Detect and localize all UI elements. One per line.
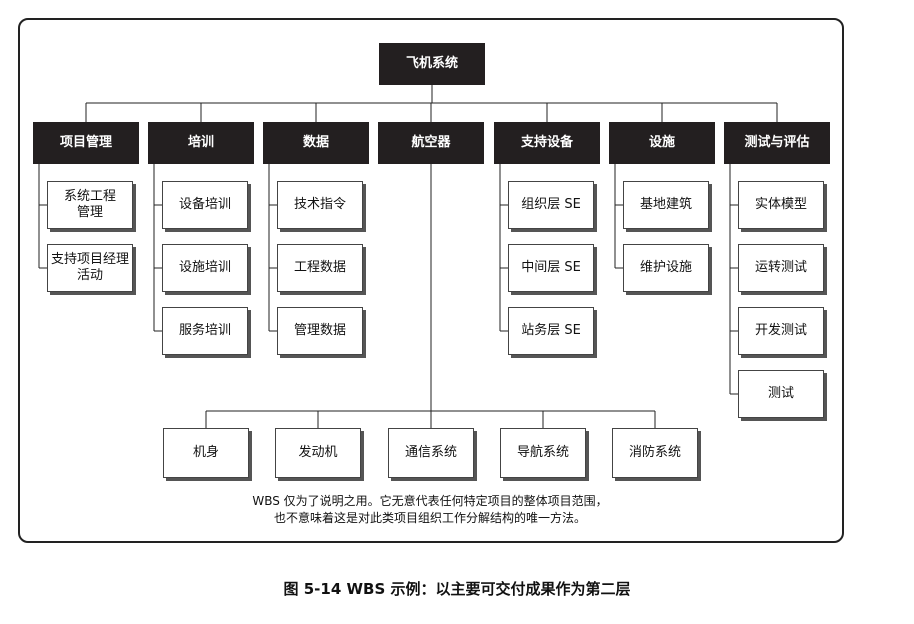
level2-node: 航空器	[378, 122, 484, 164]
child-node: 基地建筑	[623, 181, 709, 229]
child-node: 支持项目经理 活动	[47, 244, 133, 292]
child-node: 中间层 SE	[508, 244, 594, 292]
disclaimer-note: WBS 仅为了说明之用。它无意代表任何特定项目的整体项目范围， 也不意味着这是对…	[150, 493, 710, 527]
child-node: 管理数据	[277, 307, 363, 355]
child-node: 实体模型	[738, 181, 824, 229]
root-node: 飞机系统	[379, 43, 485, 85]
child-node: 测试	[738, 370, 824, 418]
child-node: 服务培训	[162, 307, 248, 355]
aircraft-part-node: 发动机	[275, 428, 361, 478]
child-node: 维护设施	[623, 244, 709, 292]
level2-node: 支持设备	[494, 122, 600, 164]
level2-node: 项目管理	[33, 122, 139, 164]
aircraft-part-node: 导航系统	[500, 428, 586, 478]
child-node: 系统工程 管理	[47, 181, 133, 229]
aircraft-part-node: 通信系统	[388, 428, 474, 478]
aircraft-part-node: 机身	[163, 428, 249, 478]
child-node: 设施培训	[162, 244, 248, 292]
child-node: 组织层 SE	[508, 181, 594, 229]
level2-node: 培训	[148, 122, 254, 164]
child-node: 技术指令	[277, 181, 363, 229]
child-node: 工程数据	[277, 244, 363, 292]
level2-node: 测试与评估	[724, 122, 830, 164]
aircraft-part-node: 消防系统	[612, 428, 698, 478]
child-node: 运转测试	[738, 244, 824, 292]
figure-caption: 图 5-14 WBS 示例：以主要可交付成果作为第二层	[283, 580, 631, 598]
note-line: WBS 仅为了说明之用。它无意代表任何特定项目的整体项目范围，	[252, 494, 608, 508]
child-node: 开发测试	[738, 307, 824, 355]
child-node: 设备培训	[162, 181, 248, 229]
level2-node: 设施	[609, 122, 715, 164]
level2-node: 数据	[263, 122, 369, 164]
child-node: 站务层 SE	[508, 307, 594, 355]
note-line: 也不意味着这是对此类项目组织工作分解结构的唯一方法。	[273, 511, 586, 525]
